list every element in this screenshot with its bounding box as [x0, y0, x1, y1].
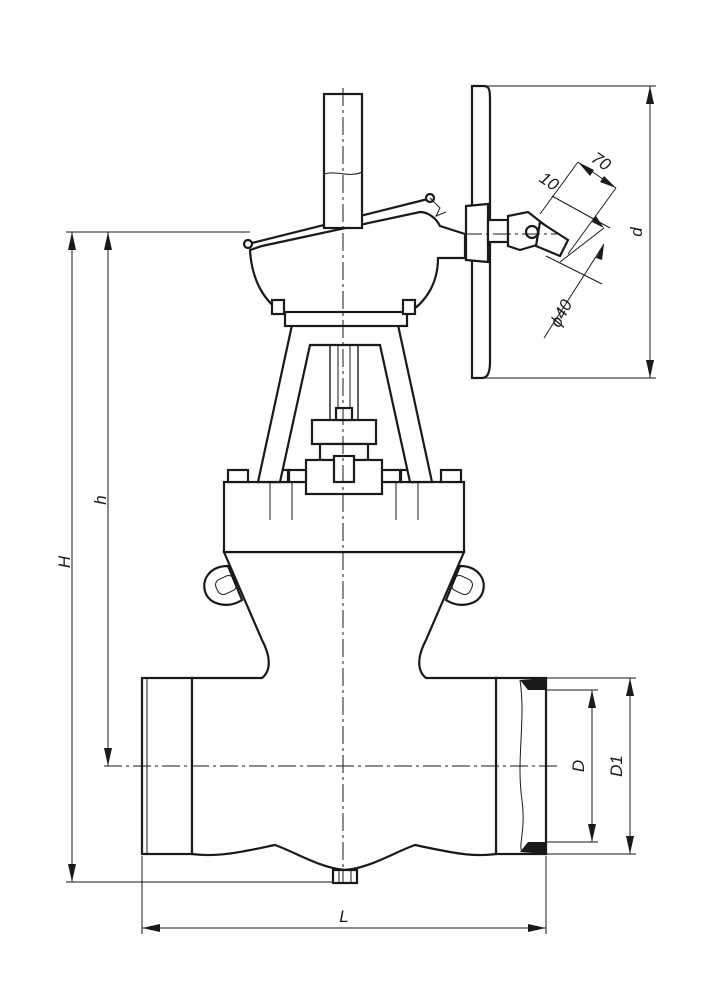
label-phi40: ϕ40: [546, 296, 576, 330]
dimension-h: h: [91, 232, 112, 766]
dimension-D1: D1: [546, 677, 636, 855]
centerlines: [104, 88, 560, 882]
valve-body: [140, 550, 548, 885]
handwheel-hub: [464, 202, 490, 264]
weld-bevel-bottom: [520, 842, 546, 854]
right-lifting-lug: [444, 564, 485, 606]
label-D1: D1: [607, 755, 626, 777]
label-d: d: [627, 227, 646, 237]
handwheel: [464, 84, 570, 380]
label-h: h: [91, 495, 110, 504]
dimension-H: H: [55, 231, 332, 883]
label-H: H: [55, 555, 74, 568]
label-10: 10: [536, 168, 563, 195]
label-L: L: [339, 907, 348, 926]
weld-bevel-top: [520, 678, 546, 690]
stem-coupling: [310, 418, 378, 446]
dimension-L: L: [141, 856, 547, 934]
gearbox-housing: [242, 192, 467, 328]
left-lifting-lug: [203, 564, 244, 606]
dimension-d: d: [484, 85, 656, 379]
dimension-D: D: [546, 689, 598, 843]
yoke: [256, 323, 434, 496]
label-D: D: [569, 760, 588, 772]
drain-plug: [331, 868, 359, 885]
